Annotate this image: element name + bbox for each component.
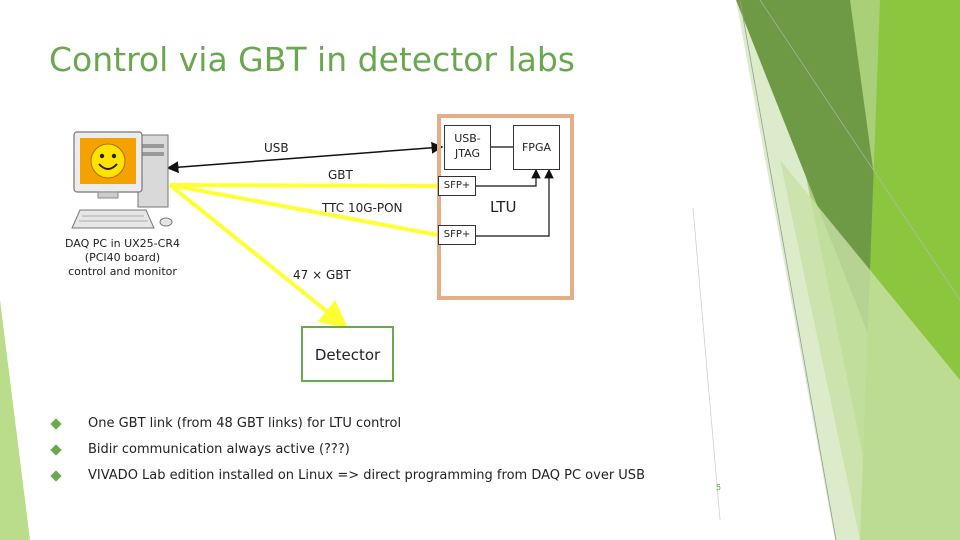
gbt47-label: 47 × GBT (293, 268, 351, 282)
slide-number: 5 (716, 483, 722, 492)
facet-pale-2 (0, 300, 30, 540)
usb-link (166, 141, 444, 174)
pc-caption-line1: DAQ PC in UX25-CR4 (65, 237, 180, 250)
sfp1-box: SFP+ (438, 176, 476, 196)
sfp2-box: SFP+ (438, 225, 476, 245)
slide-title: Control via GBT in detector labs (49, 40, 575, 79)
usb-jtag-line1: USB- (454, 132, 481, 145)
ltu-label: LTU (490, 198, 517, 216)
usb-jtag-line2: JTAG (455, 147, 480, 160)
gbt47-link (168, 183, 349, 329)
facet-pale-1 (780, 160, 960, 540)
smiley-face (90, 143, 126, 179)
facet-line-2 (759, 0, 960, 301)
pc-icon (71, 131, 173, 229)
bullet-text: Bidir communication always active (???) (88, 442, 350, 457)
usb-label: USB (264, 141, 289, 155)
detector-label: Detector (314, 346, 381, 364)
ttc-link (169, 183, 439, 237)
pc-caption-line3: control and monitor (68, 265, 177, 278)
pc-caption-line2: (PCI40 board) (84, 251, 161, 264)
sfp1-to-fpga (476, 168, 541, 187)
sfp2-label: SFP+ (443, 229, 471, 240)
sfp1-label: SFP+ (443, 180, 471, 191)
fpga-label: FPGA (521, 141, 551, 154)
fpga-box: FPGA (513, 125, 560, 170)
bullet-text: VIVADO Lab edition installed on Linux =>… (88, 468, 645, 483)
pc-mouse (159, 217, 173, 227)
facet-line-1 (739, 0, 837, 540)
pc-caption: DAQ PC in UX25-CR4 (PCI40 board) control… (55, 237, 190, 279)
pc-tower-drive (142, 144, 164, 148)
ltu-frame (437, 114, 574, 300)
sfp2-to-fpga (476, 168, 554, 237)
pc-tower-drive2 (142, 152, 164, 156)
pc-keyboard (71, 209, 155, 229)
gbt-link (169, 183, 439, 188)
usb-jtag-box: USB- JTAG (444, 125, 491, 170)
gbt-label: GBT (328, 168, 353, 182)
pc-stand (97, 191, 119, 199)
bullet-text: One GBT link (from 48 GBT links) for LTU… (88, 416, 402, 431)
ttc-label: TTC 10G-PON (322, 201, 403, 215)
detector-box: Detector (301, 326, 394, 382)
title-underline-stroke (692, 207, 721, 521)
